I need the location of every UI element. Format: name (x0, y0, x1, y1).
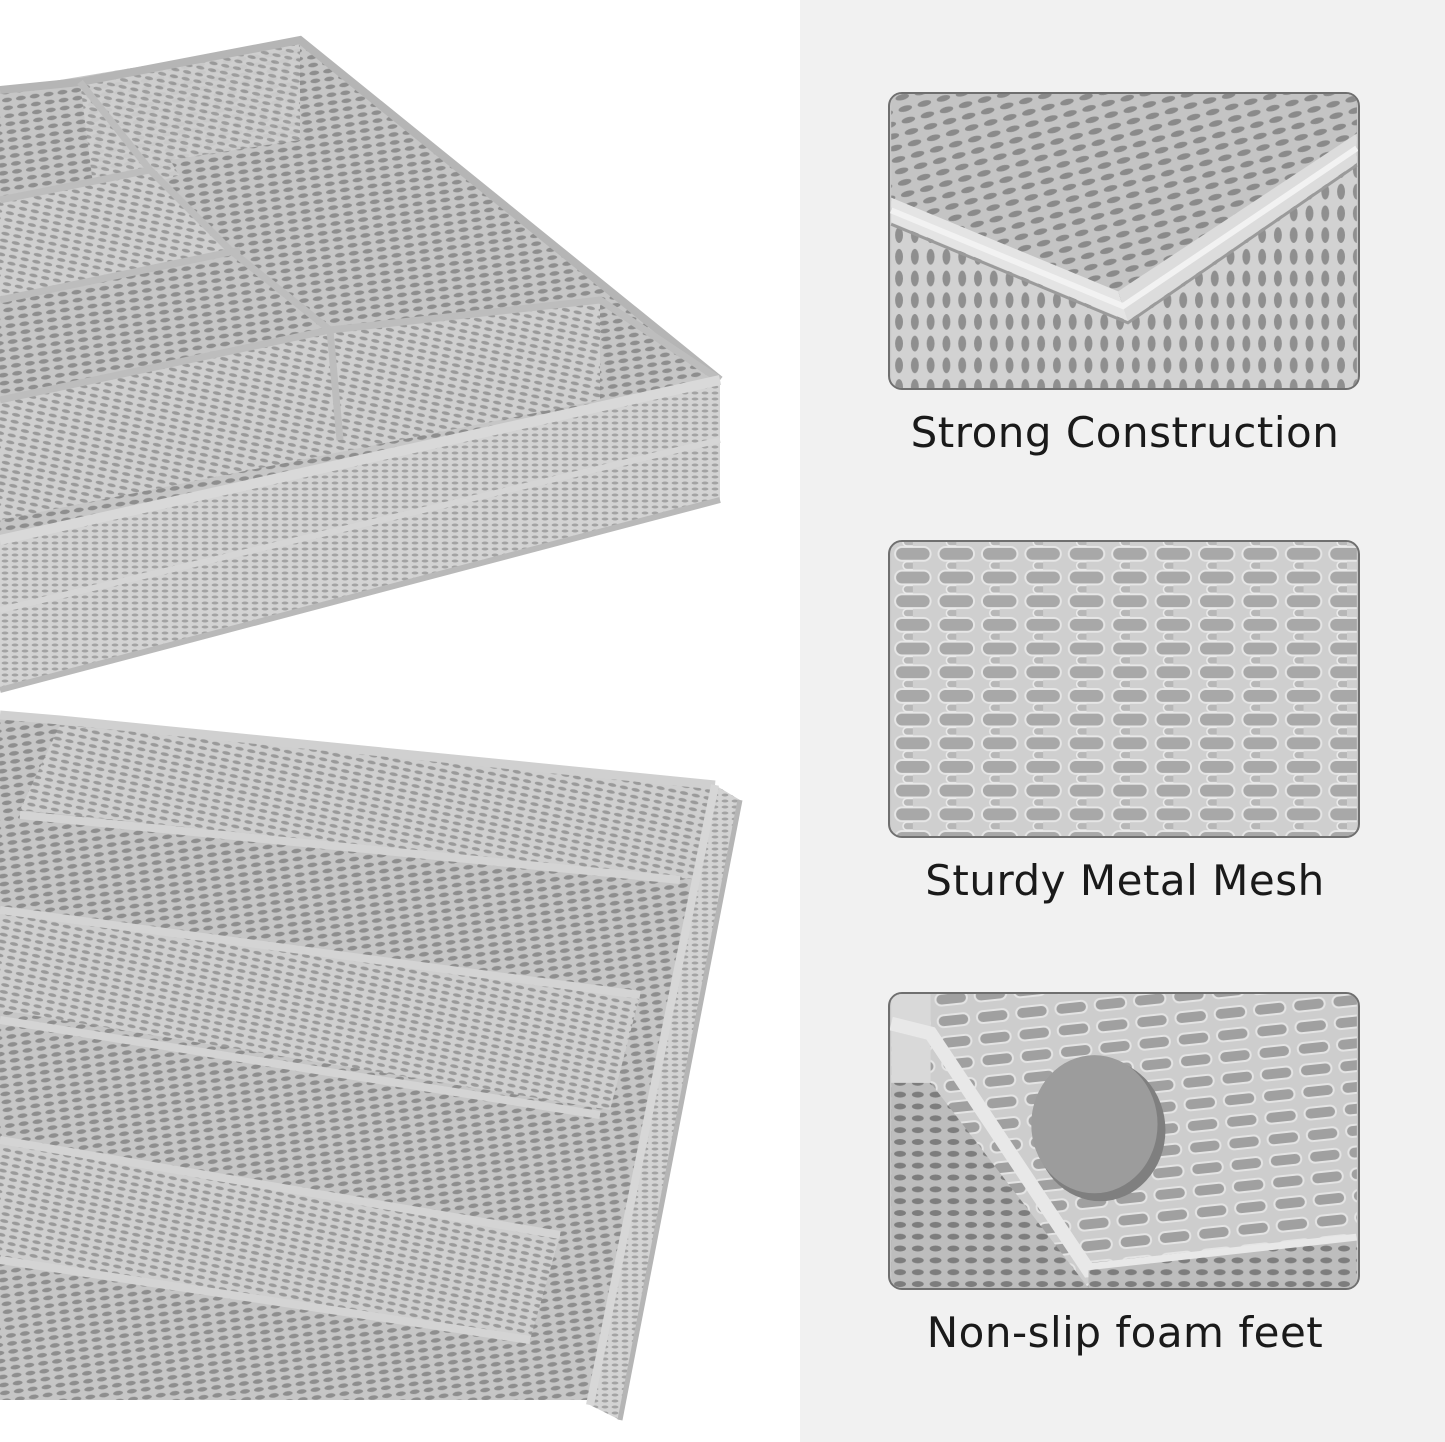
feature-non-slip-foam-feet: Non-slip foam feet (888, 992, 1362, 1357)
feature-label: Non-slip foam feet (926, 1308, 1324, 1357)
feature-sturdy-metal-mesh: Sturdy Metal Mesh (888, 540, 1362, 905)
product-photo (0, 35, 743, 1421)
mesh-corner-closeup-image (888, 92, 1360, 390)
foam-foot-closeup-icon (890, 994, 1358, 1288)
feature-strong-construction: Strong Construction (888, 92, 1362, 457)
feature-label: Strong Construction (910, 408, 1340, 457)
mesh-pattern-closeup-image (888, 540, 1360, 838)
bottom-tray (0, 710, 743, 1421)
mesh-drawer-organizers-illustration (0, 35, 743, 1421)
foam-foot-closeup-image (888, 992, 1360, 1290)
feature-label: Sturdy Metal Mesh (925, 856, 1325, 905)
mesh-pattern-closeup-icon (891, 542, 1357, 836)
mesh-corner-closeup-icon (890, 94, 1358, 388)
features-panel: Strong Construction Sturdy Metal Mesh (800, 0, 1445, 1442)
top-tray (0, 35, 723, 693)
